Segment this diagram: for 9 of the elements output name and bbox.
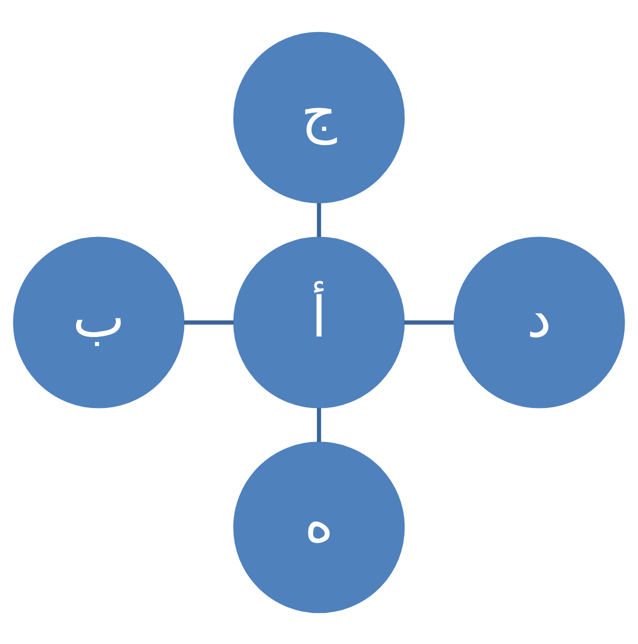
connector xyxy=(316,202,322,237)
node-circle: د xyxy=(454,236,625,408)
node-circle: ب xyxy=(13,236,184,408)
connector xyxy=(184,320,234,324)
connector xyxy=(404,320,454,324)
node-circle: أ xyxy=(233,236,405,408)
connector xyxy=(316,407,322,442)
node-circle: ج xyxy=(233,31,405,203)
node-circle: ه xyxy=(233,441,405,613)
